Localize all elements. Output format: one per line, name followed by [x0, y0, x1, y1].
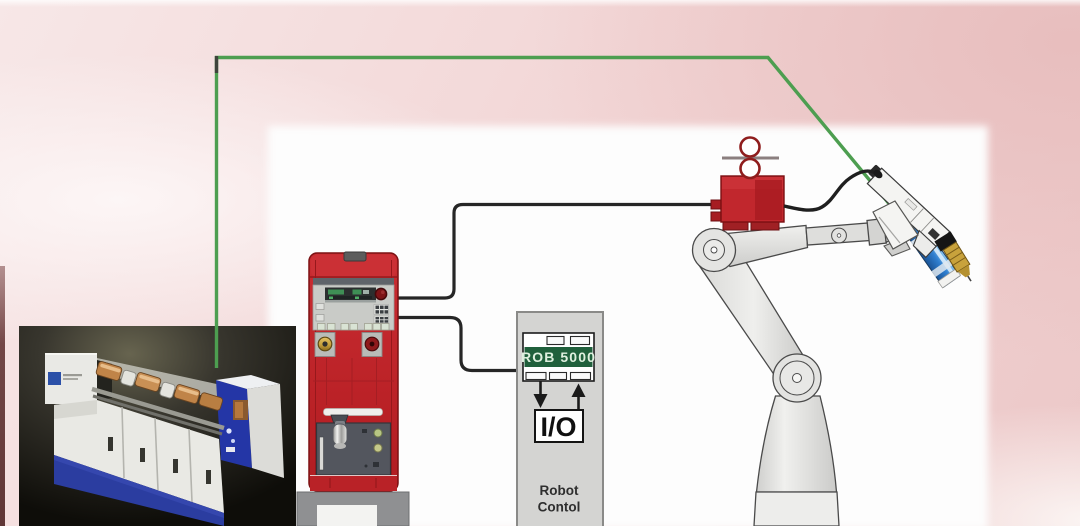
robot-arm [691, 217, 896, 526]
power-source-handle [343, 251, 367, 262]
robot-control-label-line1: Robot [540, 483, 579, 498]
wire-machine-photo [19, 326, 296, 526]
power-source-control-panel [312, 278, 395, 331]
torch-contact-tip [934, 231, 972, 282]
welding-torch [866, 165, 951, 259]
control-knob [374, 287, 388, 301]
rob5000-interface-module: ROB 5000 [521, 332, 596, 382]
robot-control-box: ROB 5000 I/O Robot Contol [516, 311, 604, 526]
torch-mount-bracket [872, 200, 919, 257]
wire-feed-roller-icon [722, 136, 779, 180]
gas-connector [332, 423, 348, 446]
cart-opening [317, 505, 377, 526]
io-arrows [533, 381, 586, 410]
wire-feeder [710, 136, 785, 231]
cable-power-to-feeder [398, 202, 713, 300]
robot-base [753, 491, 840, 526]
panel-buttons-row [317, 323, 390, 331]
white-diagram-area-core [300, 160, 950, 500]
button-grid [375, 305, 389, 314]
rob5000-display [524, 347, 593, 367]
robot-control-label-line2: Contol [538, 500, 581, 515]
torch-cable-fitting [873, 169, 883, 179]
welding-power-source [296, 251, 410, 526]
io-box [534, 409, 584, 443]
torch-body-lower [912, 229, 937, 259]
cable-power-to-robot-control [398, 315, 525, 373]
power-source-lower-panel [315, 421, 392, 476]
rob5000-label: ROB 5000 [521, 349, 596, 365]
screen-left-edge-shadow [0, 266, 5, 526]
green-wire-path [214, 55, 893, 368]
torch-collar [934, 231, 957, 252]
io-label: I/O [540, 412, 576, 442]
cable-feeder-to-torch [783, 169, 876, 212]
